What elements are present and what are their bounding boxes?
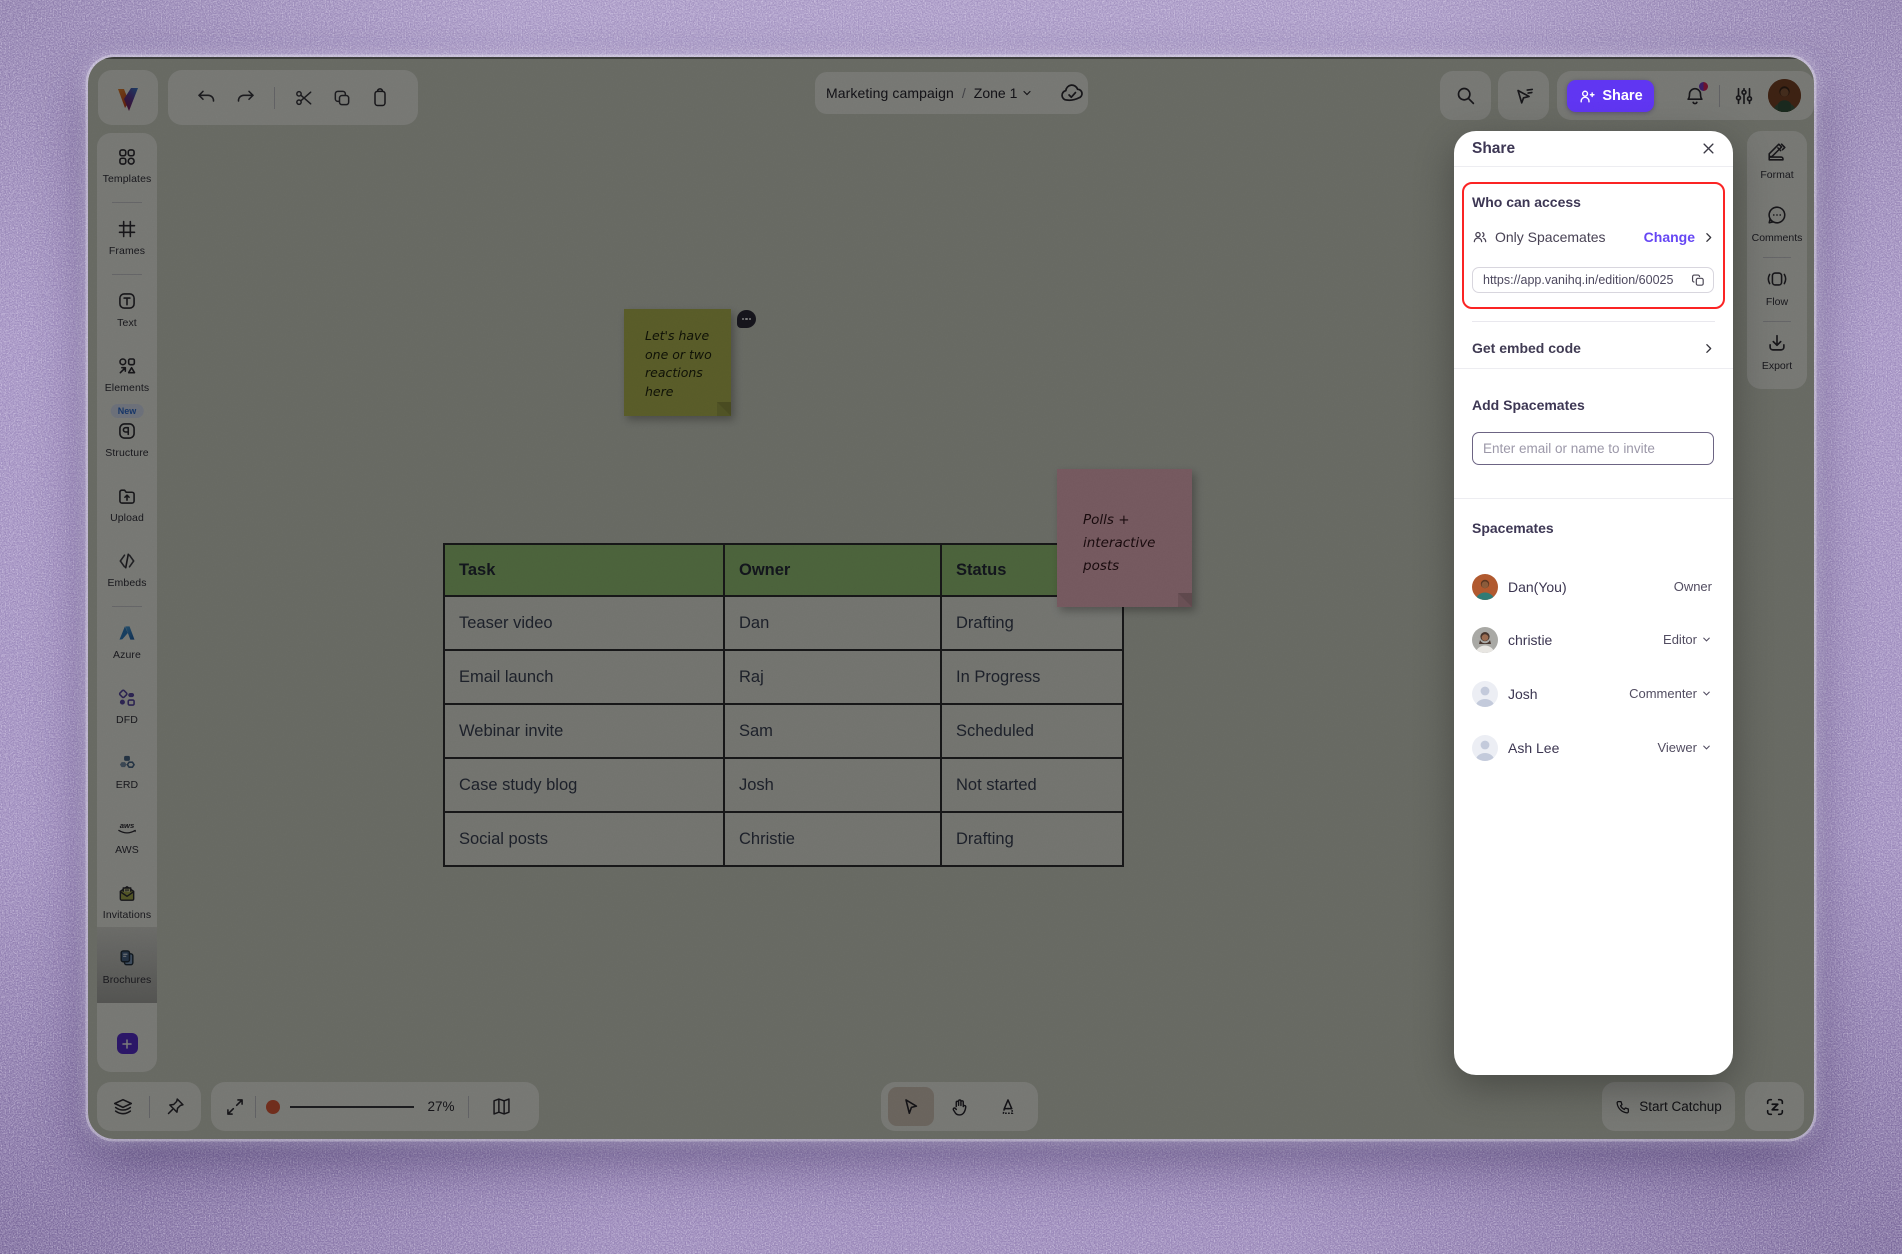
avatar-placeholder-image — [1472, 734, 1498, 761]
share-link-field[interactable] — [1472, 267, 1714, 293]
access-level-value: Only Spacemates — [1495, 229, 1606, 245]
role-label: Editor — [1663, 632, 1697, 647]
spacemate-role-dropdown[interactable]: Viewer — [1657, 740, 1712, 755]
chevron-right-icon — [1706, 343, 1712, 353]
copy-link-icon[interactable] — [1691, 273, 1706, 288]
role-label: Owner — [1673, 579, 1712, 594]
spacemate-role-dropdown[interactable]: Commenter — [1629, 686, 1712, 701]
role-label: Viewer — [1657, 740, 1697, 755]
people-icon — [1472, 229, 1488, 245]
get-embed-code-label: Get embed code — [1472, 340, 1581, 356]
share-button[interactable]: Share — [1567, 80, 1654, 112]
spacemate-name: Dan(You) — [1508, 578, 1567, 595]
avatar — [1472, 573, 1498, 600]
invite-field[interactable] — [1472, 432, 1714, 465]
spacemate-role: Owner — [1674, 579, 1712, 594]
spacemate-row: Dan(You) Owner — [1472, 573, 1712, 600]
share-button-label: Share — [1602, 88, 1643, 104]
avatar-placeholder — [1472, 734, 1498, 761]
role-label: Commenter — [1629, 686, 1697, 701]
spacemate-name: christie — [1508, 631, 1553, 648]
chevron-right-icon — [1706, 232, 1712, 242]
spacemate-name: Josh — [1508, 685, 1538, 702]
avatar-image — [1472, 626, 1498, 653]
dialog-divider — [1472, 321, 1715, 322]
share-dialog: Share Who can access Only Spacemates Cha… — [1454, 131, 1733, 1075]
chevron-down-icon — [1703, 637, 1710, 642]
change-label: Change — [1643, 229, 1695, 245]
invite-input[interactable] — [1483, 441, 1703, 456]
chevron-down-icon — [1703, 691, 1710, 696]
spacemate-row: Josh Commenter — [1472, 680, 1712, 707]
access-level-row: Only Spacemates Change — [1472, 229, 1715, 245]
change-access-link[interactable]: Change — [1644, 229, 1695, 245]
close-icon — [1703, 143, 1714, 154]
avatar-placeholder — [1472, 680, 1498, 707]
get-embed-code-row[interactable]: Get embed code — [1472, 340, 1715, 356]
dialog-section-divider — [1454, 368, 1733, 369]
dialog-section-divider — [1454, 498, 1733, 499]
close-button[interactable] — [1701, 141, 1716, 156]
add-spacemates-title: Add Spacemates — [1472, 397, 1585, 413]
chevron-down-icon — [1703, 745, 1710, 750]
share-dialog-title: Share — [1472, 139, 1516, 157]
share-link-input[interactable] — [1483, 273, 1691, 287]
spacemates-title: Spacemates — [1472, 520, 1554, 536]
spacemate-name: Ash Lee — [1508, 739, 1560, 756]
spacemate-row: christie Editor — [1472, 626, 1712, 653]
avatar — [1472, 626, 1498, 653]
avatar-image — [1472, 573, 1498, 600]
person-plus-icon — [1580, 90, 1595, 103]
share-dialog-header: Share — [1454, 131, 1733, 167]
spacemate-row: Ash Lee Viewer — [1472, 734, 1712, 761]
app-window: Task Owner Status Teaser video Dan Draft… — [88, 57, 1814, 1139]
avatar-placeholder-image — [1472, 680, 1498, 707]
spacemate-role-dropdown[interactable]: Editor — [1663, 632, 1712, 647]
who-can-access-title: Who can access — [1472, 194, 1581, 210]
